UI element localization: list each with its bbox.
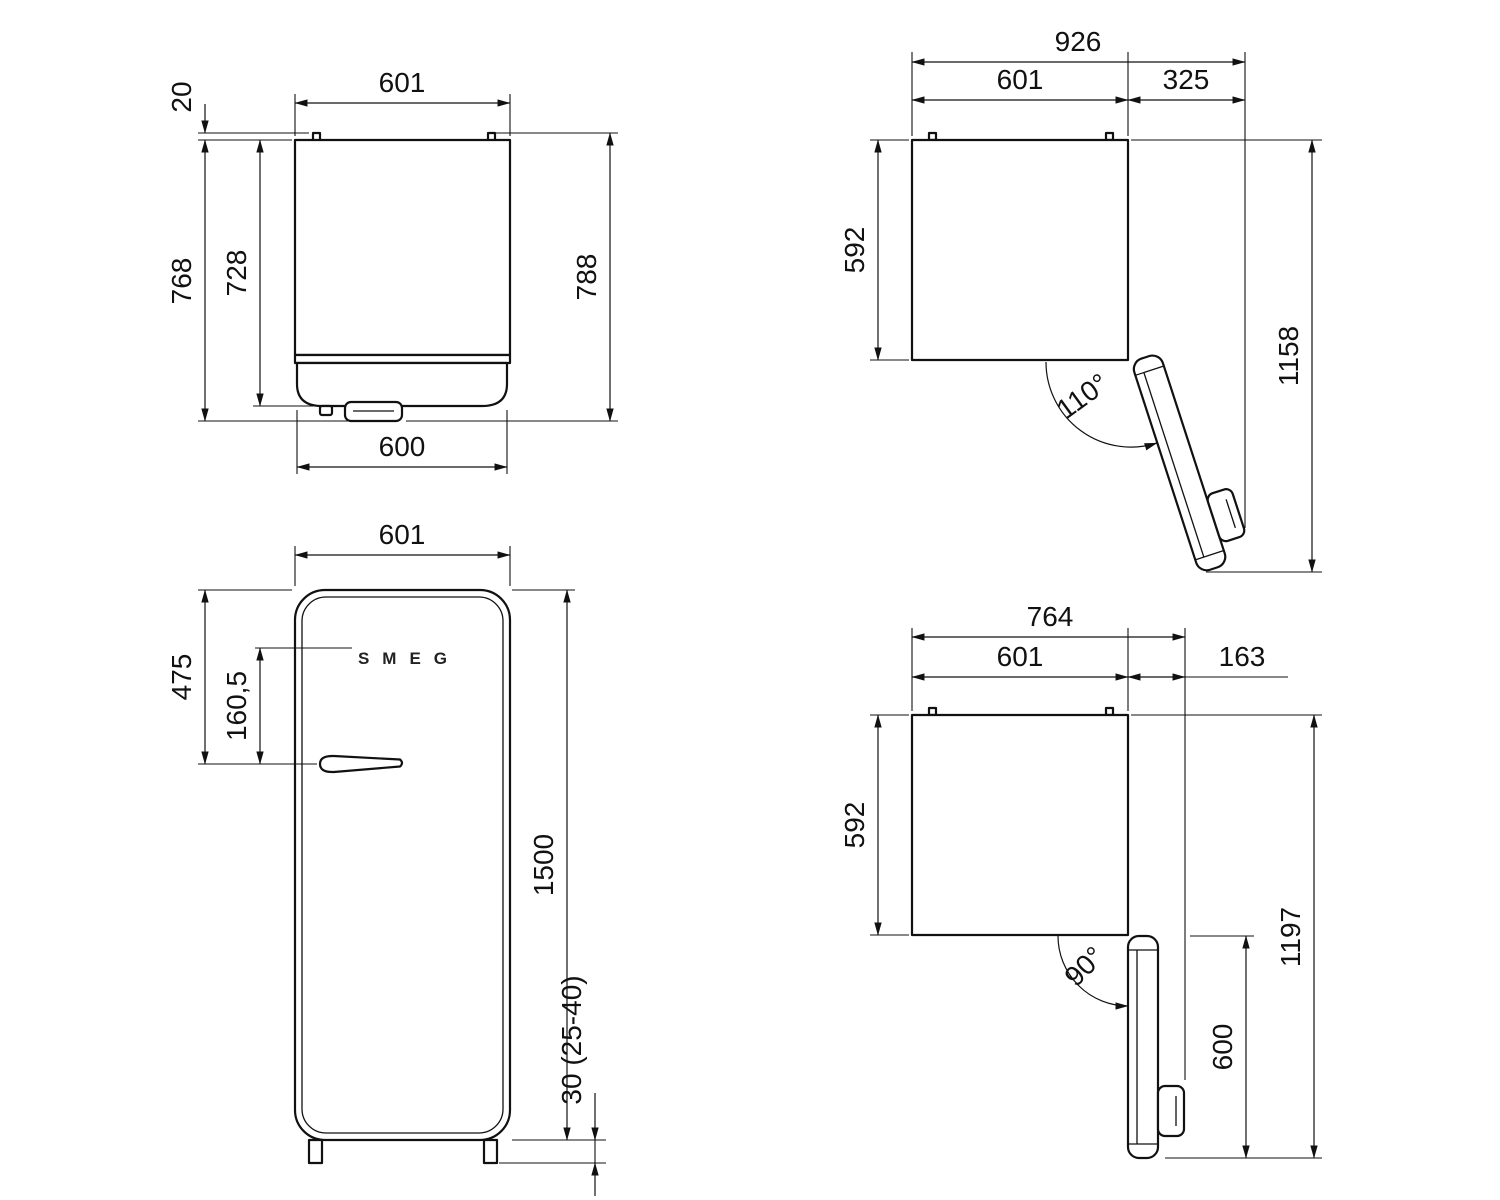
dim-text-body-width: 601 [997, 64, 1044, 95]
dim-text-height: 1500 [528, 834, 559, 896]
dim-text-width-front: 600 [379, 431, 426, 462]
dim-text-handle-from-top: 475 [166, 654, 197, 701]
front-view: SMEG 601 475 160,5 1500 30 (2 [166, 519, 606, 1196]
plan-view-closed: 601 20 768 728 788 600 [166, 67, 618, 474]
dimension-lines-90 [874, 633, 1318, 1159]
fridge-front: SMEG [293, 588, 512, 1165]
dim-text-depth-incl-door: 768 [166, 258, 197, 305]
cabinet-body [910, 138, 1130, 362]
dim-text-feet-height: 30 (25-40) [556, 975, 587, 1104]
open-door-90 [1126, 934, 1186, 1160]
dim-text-overall-depth: 1158 [1273, 326, 1304, 386]
door-plan-closed [295, 361, 509, 408]
plan-view-door-90: 764 601 163 592 1197 600 90° [839, 601, 1322, 1160]
door-swing-arc-90 [1057, 935, 1129, 1010]
dim-text-door-depth: 600 [1207, 1024, 1238, 1071]
open-door-110 [1129, 343, 1254, 575]
cabinet-front-frame [293, 353, 512, 365]
dim-text-overall-width: 764 [1027, 601, 1074, 632]
door-edge-line [301, 596, 504, 1134]
cabinet-body [293, 138, 512, 357]
dim-text-depth-incl-handle: 788 [571, 254, 602, 301]
door-swing-arc-110 [1045, 361, 1158, 451]
dim-text-body-width: 601 [997, 641, 1044, 672]
dim-text-body-depth: 592 [839, 802, 870, 849]
dim-text-body-depth: 592 [839, 227, 870, 274]
door-angle-label: 110° [1051, 367, 1114, 425]
dim-text-overall-width: 926 [1055, 26, 1102, 57]
plan-view-door-110: 926 601 325 592 1158 110° [839, 26, 1322, 575]
dim-text-width-back: 601 [379, 67, 426, 98]
door-angle-label: 90° [1058, 940, 1110, 992]
brand-logo: SMEG [358, 649, 460, 668]
dimension-lines-110 [874, 58, 1316, 573]
cabinet-body [910, 713, 1130, 937]
door-handle [318, 754, 404, 774]
extension-lines-90 [870, 628, 1322, 1159]
dimension-lines-front [201, 551, 599, 1196]
cabinet-plan-90 [910, 706, 1186, 1160]
dimension-lines-closed [201, 99, 614, 471]
extension-lines-110 [870, 52, 1322, 573]
cabinet-plan-closed [293, 131, 512, 423]
foot-right [482, 1138, 499, 1165]
cabinet-plan-110 [910, 131, 1254, 575]
hinge-detail [318, 404, 334, 417]
foot-left [307, 1138, 324, 1165]
dim-text-rear-spacer: 20 [166, 81, 197, 112]
dim-text-door-clearance: 325 [1163, 64, 1210, 95]
dim-text-width: 601 [379, 519, 426, 550]
fridge-outline [293, 588, 512, 1142]
dim-text-door-clearance: 163 [1219, 641, 1266, 672]
dim-text-overall-depth: 1197 [1275, 907, 1306, 967]
extension-lines-closed [198, 94, 618, 474]
dim-text-logo-to-handle: 160,5 [221, 671, 252, 741]
dim-text-depth-body: 728 [221, 250, 252, 297]
